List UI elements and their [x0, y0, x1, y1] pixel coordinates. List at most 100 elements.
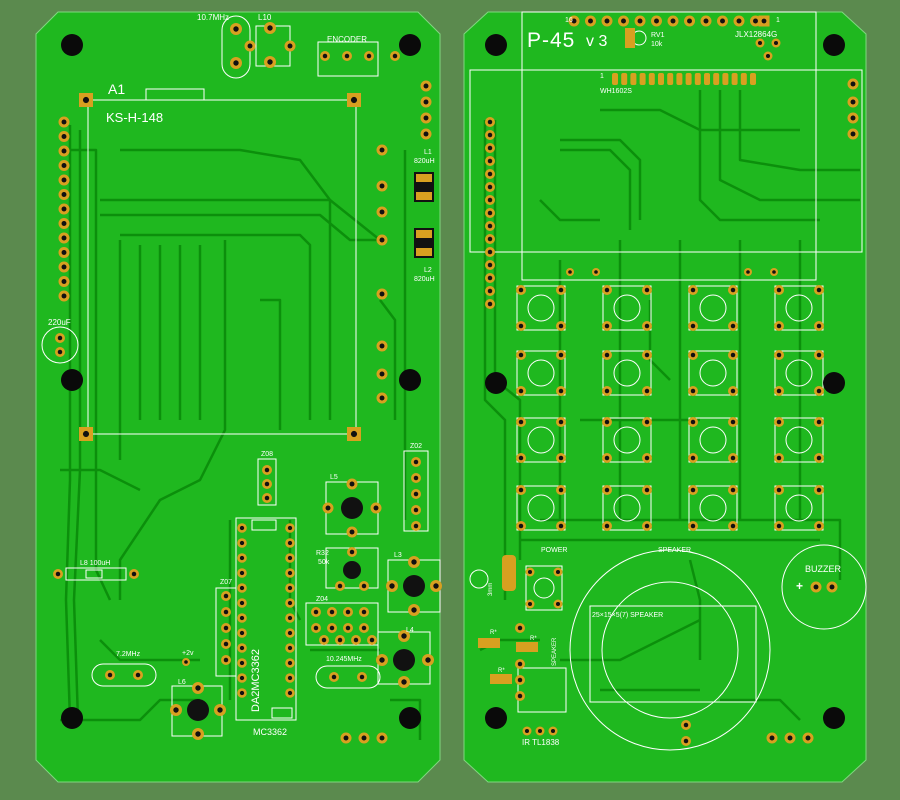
pad-drill	[558, 455, 564, 461]
pads	[53, 15, 859, 746]
pad-drill	[517, 625, 523, 631]
key-circle	[785, 359, 813, 387]
l2-value: 820uH	[414, 276, 435, 283]
pad-drill	[850, 115, 856, 121]
pad-drill	[55, 571, 61, 577]
lcd-wh1602-label: WH1602S	[600, 88, 632, 95]
lcd2-header-pin	[648, 73, 655, 85]
key-outline	[688, 417, 738, 463]
pad-drill	[558, 287, 564, 293]
pad-drill	[518, 287, 524, 293]
rv1-label: RV1	[651, 32, 665, 39]
key-outline	[774, 350, 824, 396]
r32-core	[343, 561, 361, 579]
pad-drill	[217, 707, 223, 713]
pad-drill	[239, 660, 245, 666]
pad-drill	[773, 40, 779, 46]
lcd2-header-pin	[612, 73, 618, 85]
pad-drill	[61, 119, 67, 125]
pad-drill	[322, 53, 328, 59]
pad-drill	[487, 210, 493, 216]
key-circle	[613, 359, 641, 387]
pad-drill	[223, 641, 229, 647]
l1-value: 820uH	[414, 158, 435, 165]
pad-drill	[829, 584, 835, 590]
pad-drill	[344, 53, 350, 59]
l6-core	[187, 699, 209, 721]
pad-drill	[61, 279, 67, 284]
pad-drill	[558, 419, 564, 425]
pad-drill	[287, 615, 293, 621]
pad-drill	[816, 352, 822, 358]
pad-drill	[558, 487, 564, 493]
key-circle	[699, 494, 727, 522]
pad-drill	[361, 583, 367, 589]
trace	[260, 298, 282, 430]
pad-drill	[135, 672, 141, 678]
pad-drill	[287, 570, 293, 576]
pad-drill	[816, 487, 822, 493]
pad-drill	[805, 735, 811, 741]
pad-drill	[345, 625, 351, 631]
pad-drill	[267, 59, 273, 65]
pad-drill	[730, 455, 736, 461]
lcd2-header-pin	[704, 73, 710, 85]
lcd-wh1602-outline	[469, 69, 863, 253]
pad-drill	[361, 625, 367, 631]
header-pin1-label: 1	[776, 17, 780, 24]
l3-core	[403, 575, 425, 597]
lcd-jlx-label: JLX12864G	[735, 30, 778, 39]
l4-core	[393, 649, 415, 671]
pad-drill	[57, 335, 63, 341]
key-outline	[774, 285, 824, 331]
pad-drill	[550, 728, 556, 734]
key-outline	[516, 417, 566, 463]
key-circle	[613, 426, 641, 454]
buzzer-circle	[781, 544, 867, 630]
key-outline	[602, 350, 652, 396]
pad-drill	[487, 197, 493, 203]
pad-drill	[518, 419, 524, 425]
pad-drill	[690, 523, 696, 529]
pad-drill	[517, 677, 523, 683]
pad-drill	[313, 625, 319, 631]
trace	[600, 108, 800, 132]
pad-drill	[604, 523, 610, 529]
coil-l10-label: L10	[258, 13, 272, 22]
l6-label: L6	[178, 679, 186, 686]
pad-drill	[392, 53, 398, 59]
pad-drill	[776, 487, 782, 493]
lcd2-header-pin	[621, 73, 628, 85]
key-outline	[774, 485, 824, 531]
ic-mc3362-label: MC3362	[253, 727, 288, 737]
silkscreen-outlines	[41, 11, 867, 751]
key-circle	[699, 426, 727, 454]
pad-drill	[816, 323, 822, 329]
key-outline	[516, 350, 566, 396]
pad-drill	[518, 455, 524, 461]
lcd2-header-pin	[722, 73, 729, 85]
pad-drill	[329, 625, 335, 631]
l3-label: L3	[394, 552, 402, 559]
inductor-l1-pad	[416, 192, 432, 200]
pad-drill	[379, 147, 385, 153]
trace	[64, 125, 72, 721]
lcd2-header-pin	[667, 73, 674, 85]
module-name-label: KS-H-148	[106, 110, 164, 125]
board-version: v 3	[586, 33, 608, 50]
key-circle	[699, 294, 727, 322]
pad-drill	[558, 523, 564, 529]
pad-drill	[568, 270, 572, 274]
resistor-label-3: R*	[498, 668, 505, 674]
pad-drill	[353, 637, 359, 643]
trace	[560, 148, 632, 230]
pad-drill	[401, 679, 407, 685]
pad-drill	[350, 430, 358, 438]
mounting-hole	[61, 369, 83, 391]
pad-drill	[776, 523, 782, 529]
ic-notch	[251, 519, 277, 531]
pad-drill	[61, 235, 67, 241]
pad-drill	[690, 487, 696, 493]
pad-drill	[524, 728, 530, 734]
